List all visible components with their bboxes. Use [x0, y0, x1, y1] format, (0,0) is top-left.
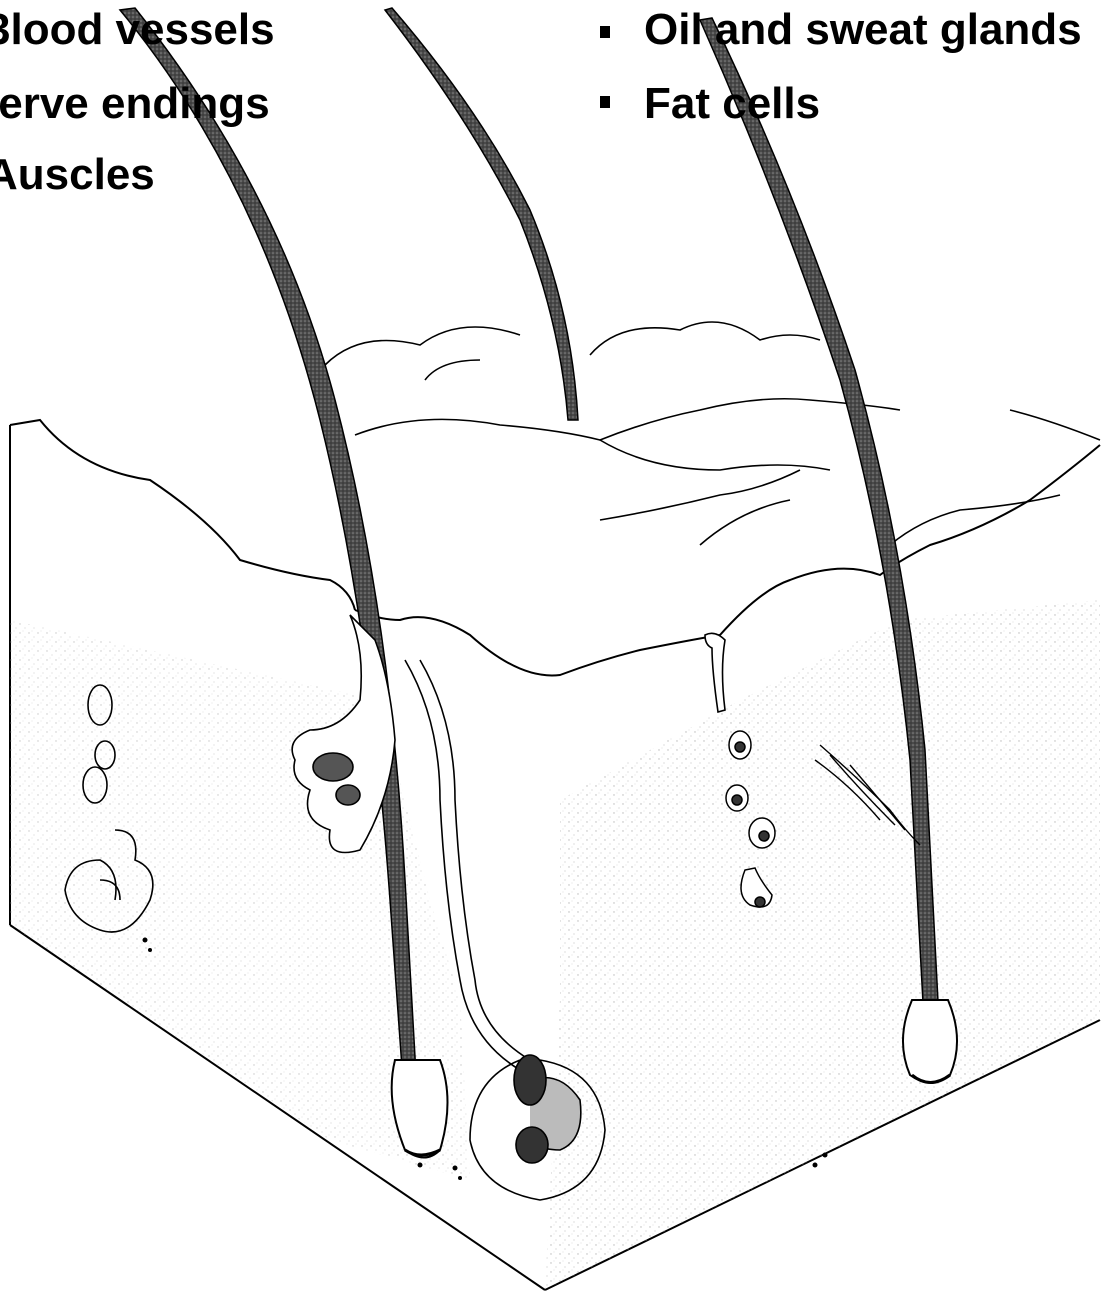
hair-shaft-center [385, 8, 578, 420]
bullet-muscles: Auscles [0, 153, 155, 197]
bullet-nerve-endings: lerve endings [0, 82, 270, 126]
bullet-fat-cells: Fat cells [644, 82, 820, 126]
skin-surface-bumps [325, 322, 1100, 545]
bullet-blood-vessels: 3lood vessels [0, 8, 275, 52]
dermis-stipple-right [545, 600, 1100, 1290]
pore-duct [705, 633, 725, 712]
bullet-marker-icon [600, 26, 610, 38]
bullet-oil-sweat-glands: Oil and sweat glands [644, 8, 1082, 52]
bullet-marker-icon [600, 96, 610, 108]
